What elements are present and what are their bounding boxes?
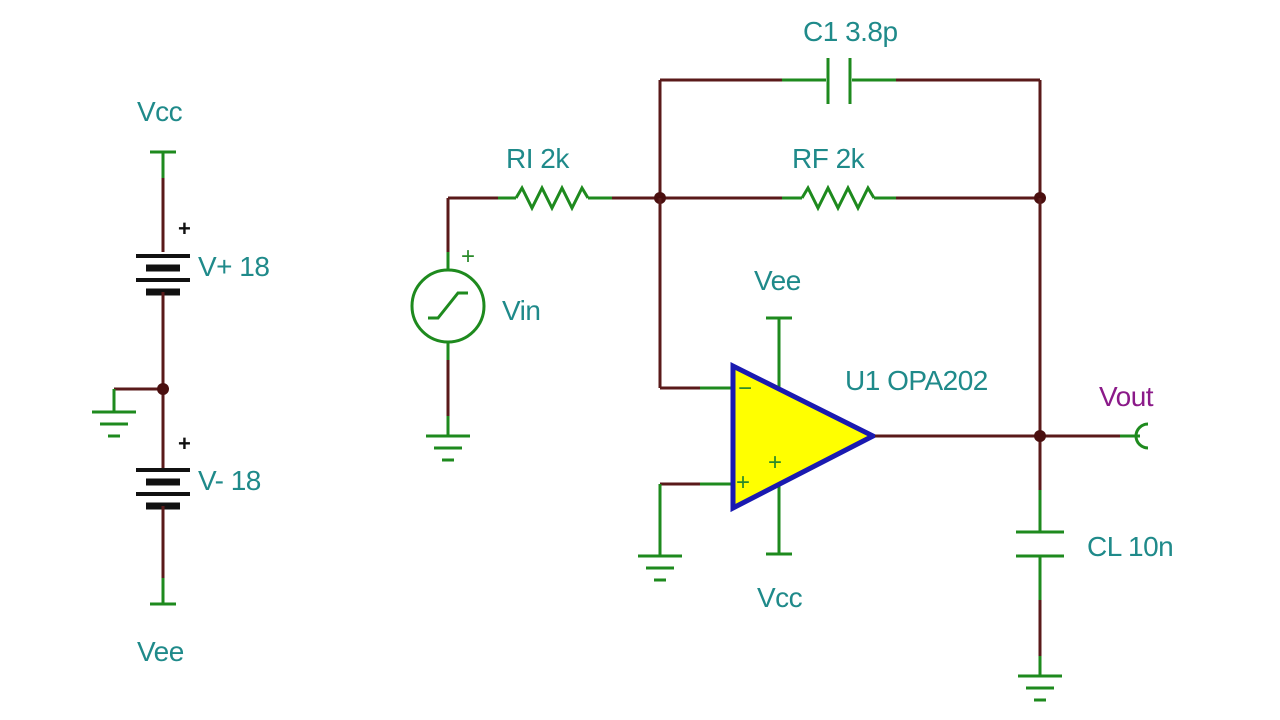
capacitor-icon — [1016, 530, 1064, 558]
opamp-label: U1 OPA202 — [845, 365, 988, 396]
step-source-icon — [410, 268, 486, 344]
vin-label: Vin — [502, 295, 540, 326]
vminus-label: V- 18 — [198, 465, 261, 496]
ri-label: RI 2k — [506, 143, 570, 174]
inverting-sign: − — [738, 375, 752, 402]
supply-plus-sign: + — [768, 449, 782, 476]
ground-icon — [638, 554, 682, 582]
vminus-polarity: + — [178, 431, 191, 456]
vcc-label: Vcc — [137, 96, 183, 127]
opamp-u1: − + + Vee U1 OPA202 Vcc — [638, 198, 1040, 613]
battery-vminus-icon — [136, 468, 190, 510]
cl-label: CL 10n — [1087, 531, 1173, 562]
ground-icon — [92, 410, 136, 438]
input-source: + Vin — [410, 196, 541, 462]
ri-resistor: RI 2k — [498, 143, 660, 212]
output-section: Vout CL 10n — [1016, 198, 1174, 702]
opamp-vee-label: Vee — [754, 265, 801, 296]
opamp-vcc-label: Vcc — [757, 582, 803, 613]
junction-node — [1034, 430, 1046, 442]
resistor-icon — [514, 184, 590, 212]
vin-polarity: + — [461, 243, 475, 270]
rf-label: RF 2k — [792, 143, 866, 174]
capacitor-icon — [826, 58, 852, 104]
battery-vplus-icon — [136, 254, 190, 296]
vplus-polarity: + — [178, 216, 191, 241]
ground-icon — [426, 434, 470, 462]
power-supply: Vcc + V+ 18 + V- 18 Vee — [92, 96, 270, 667]
feedback-network: C1 3.8p RF 2k — [654, 16, 1046, 212]
vplus-label: V+ 18 — [198, 251, 269, 282]
c1-label: C1 3.8p — [803, 16, 898, 47]
resistor-icon — [800, 184, 876, 212]
vout-label: Vout — [1099, 381, 1154, 412]
opamp-icon — [730, 361, 879, 513]
ground-icon — [1018, 674, 1062, 702]
vee-label: Vee — [137, 636, 184, 667]
output-terminal-icon — [1134, 422, 1149, 450]
noninverting-sign: + — [736, 469, 750, 496]
junction-node — [157, 383, 169, 395]
